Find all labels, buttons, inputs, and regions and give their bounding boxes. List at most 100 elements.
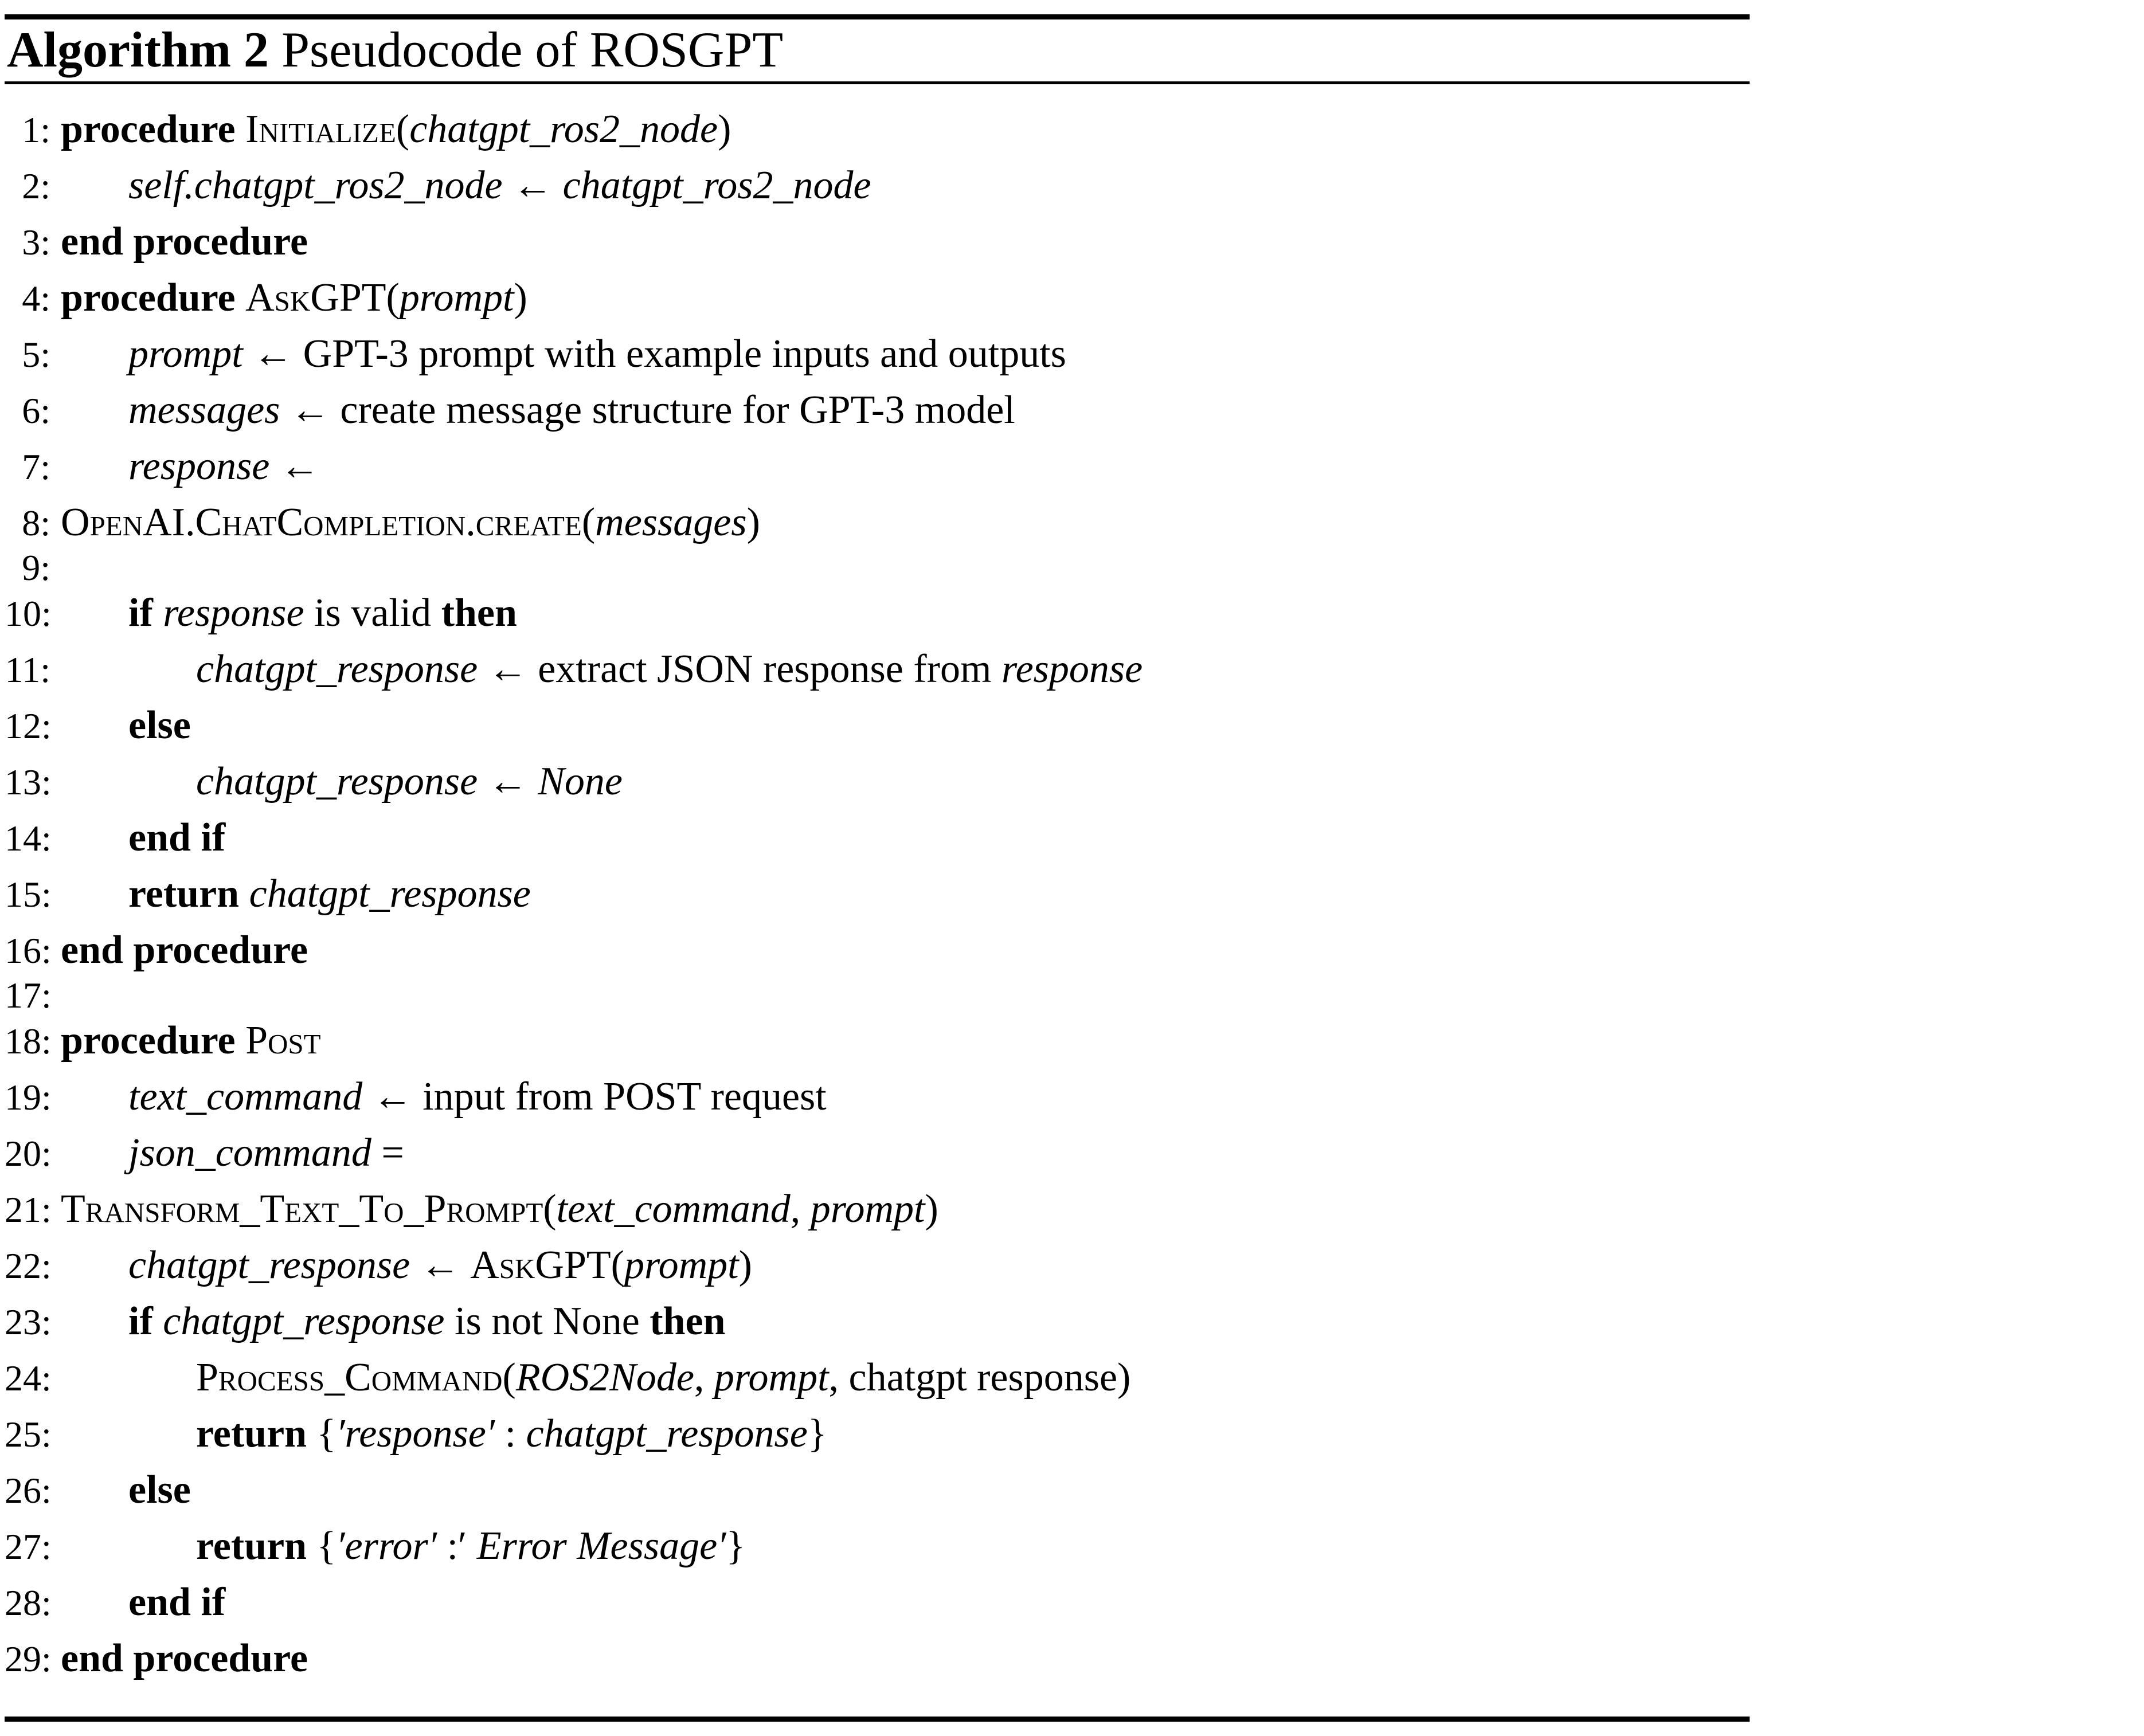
line-content: if response is valid then	[50, 585, 517, 641]
line-number: 17:	[5, 975, 52, 1016]
algorithm-line: 17:	[5, 975, 1750, 1016]
line-number: 10:	[5, 593, 52, 634]
code-segment: ,	[694, 1355, 714, 1400]
algorithm-line: 11: chatgpt_response ← extract JSON resp…	[5, 641, 1750, 697]
line-number: 19:	[5, 1077, 52, 1118]
code-segment: chatgpt_ros2_node	[562, 163, 871, 207]
code-segment: prompt	[714, 1355, 829, 1400]
line-content: end procedure	[50, 922, 308, 978]
code-segment: response	[128, 444, 270, 488]
title-separator	[269, 22, 281, 78]
code-segment: procedure	[61, 107, 246, 151]
line-number: 4:	[22, 278, 50, 319]
line-number: 3:	[22, 222, 50, 262]
line-number: 5:	[22, 334, 50, 375]
code-segment: ← GPT-3 prompt with example inputs and o…	[242, 332, 1066, 376]
line-number: 29:	[5, 1639, 52, 1679]
algorithm-line: 8: OpenAI.ChatCompletion.create(messages…	[5, 495, 1750, 551]
code-segment: Error Message′	[476, 1524, 726, 1568]
line-content: return {′error′ :′ Error Message′}	[50, 1518, 745, 1574]
line-content: else	[50, 697, 191, 754]
algorithm-line: 19: text_command ← input from POST reque…	[5, 1069, 1750, 1125]
line-number: 21:	[5, 1189, 52, 1230]
code-segment: prompt	[399, 276, 514, 320]
code-segment: end procedure	[61, 220, 308, 264]
line-number: 7:	[22, 446, 50, 487]
line-content: chatgpt_response ← extract JSON response…	[50, 641, 1143, 697]
code-segment: procedure	[61, 276, 246, 320]
code-segment: return	[196, 1412, 317, 1456]
line-number: 20:	[5, 1133, 52, 1174]
code-segment: is valid	[304, 591, 441, 635]
code-segment: then	[441, 591, 517, 635]
algorithm-line: 9:	[5, 550, 1750, 586]
header-rule	[5, 81, 1750, 84]
code-segment: self.chatgpt_ros2_node	[128, 163, 503, 207]
algorithm-caption: Pseudocode of ROSGPT	[281, 22, 784, 78]
line-number: 15:	[5, 874, 52, 915]
line-content: response ←	[50, 438, 320, 495]
algorithm-line: 24: Process_Command(ROS2Node, prompt, ch…	[5, 1350, 1750, 1406]
algorithm-line: 2: self.chatgpt_ros2_node ← chatgpt_ros2…	[5, 158, 1750, 214]
code-segment: if	[128, 591, 163, 635]
top-rule	[5, 14, 1750, 19]
code-segment: AskGPT	[245, 276, 386, 320]
line-content: messages ← create message structure for …	[50, 382, 1015, 438]
line-content: end procedure	[50, 214, 308, 270]
algorithm-line: 21: Transform_Text_To_Prompt(text_comman…	[5, 1181, 1750, 1237]
algorithm-line: 13: chatgpt_response ← None	[5, 754, 1750, 810]
code-segment: return	[196, 1524, 317, 1568]
algorithm-line: 12: else	[5, 697, 1750, 754]
code-segment: ← extract JSON response from	[478, 647, 1001, 691]
code-segment: chatgpt_response	[196, 647, 478, 691]
code-segment: None	[538, 759, 623, 804]
algorithm-line: 20: json_command =	[5, 1125, 1750, 1181]
code-segment: is not None	[444, 1299, 650, 1343]
algorithm-line: 14: end if	[5, 810, 1750, 866]
code-segment: prompt	[810, 1187, 925, 1231]
code-segment: ′error′	[336, 1524, 437, 1568]
code-segment: {	[316, 1412, 337, 1456]
line-content: chatgpt_response ← AskGPT(prompt)	[50, 1237, 752, 1294]
line-number: 16:	[5, 930, 52, 971]
code-segment: AskGPT	[470, 1243, 611, 1287]
line-content: json_command =	[50, 1125, 404, 1181]
code-segment: chatgpt_response	[249, 872, 531, 916]
code-segment: json_command	[128, 1131, 371, 1175]
algorithm-body: 1: procedure Initialize(chatgpt_ros2_nod…	[5, 84, 1750, 1717]
code-segment: =	[371, 1131, 404, 1175]
line-number: 25:	[5, 1414, 52, 1455]
line-content: OpenAI.ChatCompletion.create(messages)	[50, 495, 760, 551]
code-segment: (	[611, 1243, 624, 1287]
code-segment: )	[718, 107, 731, 151]
code-segment: )	[746, 500, 760, 544]
line-number: 24:	[5, 1358, 52, 1398]
code-segment: :	[495, 1412, 526, 1456]
code-segment: chatgpt_response	[128, 1243, 410, 1287]
code-segment: response	[163, 591, 304, 635]
code-segment: ←	[502, 163, 563, 207]
line-number: 2:	[22, 166, 50, 206]
algorithm-line: 1: procedure Initialize(chatgpt_ros2_nod…	[5, 101, 1750, 158]
code-segment: )	[514, 276, 527, 320]
algorithm-line: 4: procedure AskGPT(prompt)	[5, 270, 1750, 326]
code-segment: prompt	[624, 1243, 739, 1287]
line-number: 26:	[5, 1470, 52, 1511]
code-segment: )	[925, 1187, 938, 1231]
line-number: 6:	[22, 390, 50, 431]
line-number: 12:	[5, 706, 52, 746]
line-content: end if	[50, 1574, 225, 1631]
code-segment: chatgpt_ros2_node	[409, 107, 718, 151]
code-segment: messages	[128, 388, 280, 432]
algorithm-line: 25: return {′response′ : chatgpt_respons…	[5, 1406, 1750, 1462]
code-segment: return	[128, 872, 249, 916]
line-content: procedure AskGPT(prompt)	[50, 270, 527, 326]
code-segment: (	[543, 1187, 557, 1231]
algorithm-line: 26: else	[5, 1462, 1750, 1518]
line-content: return {′response′ : chatgpt_response}	[50, 1406, 827, 1462]
code-segment: end if	[128, 816, 226, 860]
code-segment: then	[650, 1299, 726, 1343]
line-content: Process_Command(ROS2Node, prompt, chatgp…	[50, 1350, 1130, 1406]
algorithm-line: 23: if chatgpt_response is not None then	[5, 1294, 1750, 1350]
